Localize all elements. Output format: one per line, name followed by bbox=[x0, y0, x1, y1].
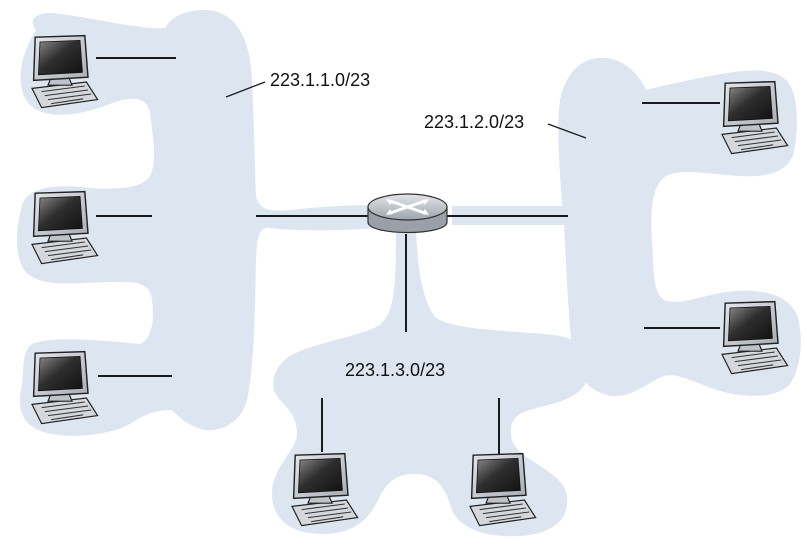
subnet-1-links bbox=[96, 57, 368, 377]
subnet-3-label: 223.1.3.0/23 bbox=[345, 360, 445, 380]
subnet-3-links bbox=[321, 234, 500, 454]
subnet-1-cloud bbox=[17, 9, 378, 436]
subnet-2-label: 223.1.2.0/23 bbox=[424, 112, 524, 132]
subnet-2-links bbox=[447, 102, 720, 329]
subnet-1-leader-line bbox=[225, 81, 266, 98]
router-icon bbox=[367, 193, 448, 234]
subnet-2-leader-line bbox=[547, 123, 587, 139]
subnet-1-label: 223.1.1.0/23 bbox=[270, 70, 370, 90]
subnet-2-cloud bbox=[452, 57, 801, 397]
